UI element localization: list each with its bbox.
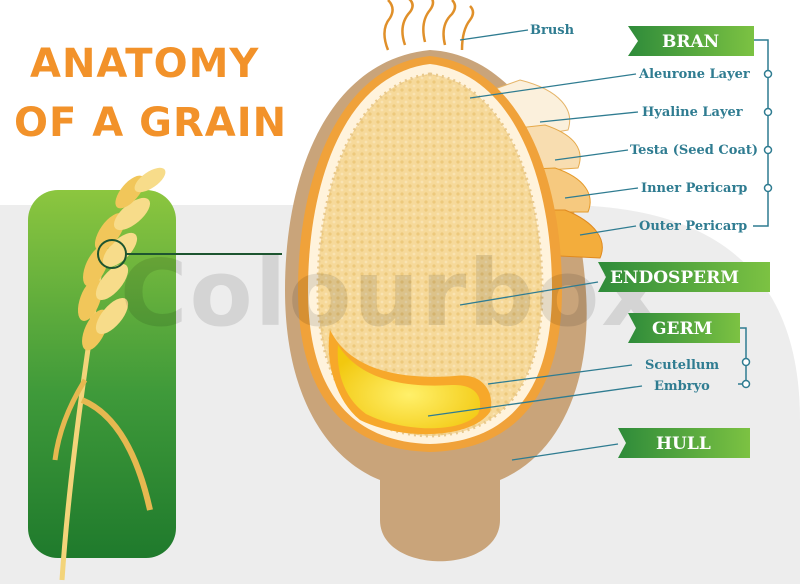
badge-hull-text: HULL	[656, 434, 711, 454]
endosperm	[316, 72, 544, 438]
badge-bran-text: BRAN	[662, 32, 719, 52]
leader-hyaline	[539, 111, 639, 123]
grain-cross-section	[285, 0, 603, 562]
brush-hairs	[383, 0, 475, 51]
leader-aleurone	[469, 73, 637, 99]
label-embryo: Embryo	[654, 379, 710, 394]
title-line-2: OF A GRAIN	[14, 100, 287, 146]
badge-endosperm-text: ENDOSPERM	[610, 268, 739, 288]
leader-outer-pericarp	[579, 225, 637, 236]
leader-hull	[511, 443, 619, 461]
label-testa: Testa (Seed Coat)	[630, 143, 758, 158]
label-brush: Brush	[530, 23, 575, 38]
watermark-text: Colourbox	[120, 240, 663, 347]
label-hyaline: Hyaline Layer	[642, 105, 743, 120]
wheat-panel	[28, 167, 282, 581]
embryo	[337, 345, 481, 429]
badge-hull: HULL	[618, 428, 750, 458]
label-scutellum: Scutellum	[645, 358, 719, 373]
leader-brush	[459, 29, 529, 41]
wheat-icon	[52, 167, 166, 581]
bracket-germ	[738, 327, 751, 389]
leader-inner-pericarp	[564, 187, 639, 199]
label-inner-pericarp: Inner Pericarp	[641, 181, 747, 196]
leader-testa	[554, 149, 629, 161]
leader-lines	[427, 29, 643, 461]
label-outer-pericarp: Outer Pericarp	[639, 219, 747, 234]
leader-endosperm	[459, 281, 599, 306]
badge-germ-text: GERM	[652, 319, 713, 339]
bracket-bran	[753, 39, 773, 227]
leader-embryo	[427, 385, 643, 417]
leader-scutellum	[487, 364, 633, 385]
badge-endosperm: ENDOSPERM	[598, 262, 770, 292]
title-line-1: ANATOMY	[30, 41, 259, 87]
badge-bran: BRAN	[628, 26, 754, 56]
badge-germ: GERM	[628, 313, 740, 343]
label-aleurone: Aleurone Layer	[638, 67, 750, 82]
